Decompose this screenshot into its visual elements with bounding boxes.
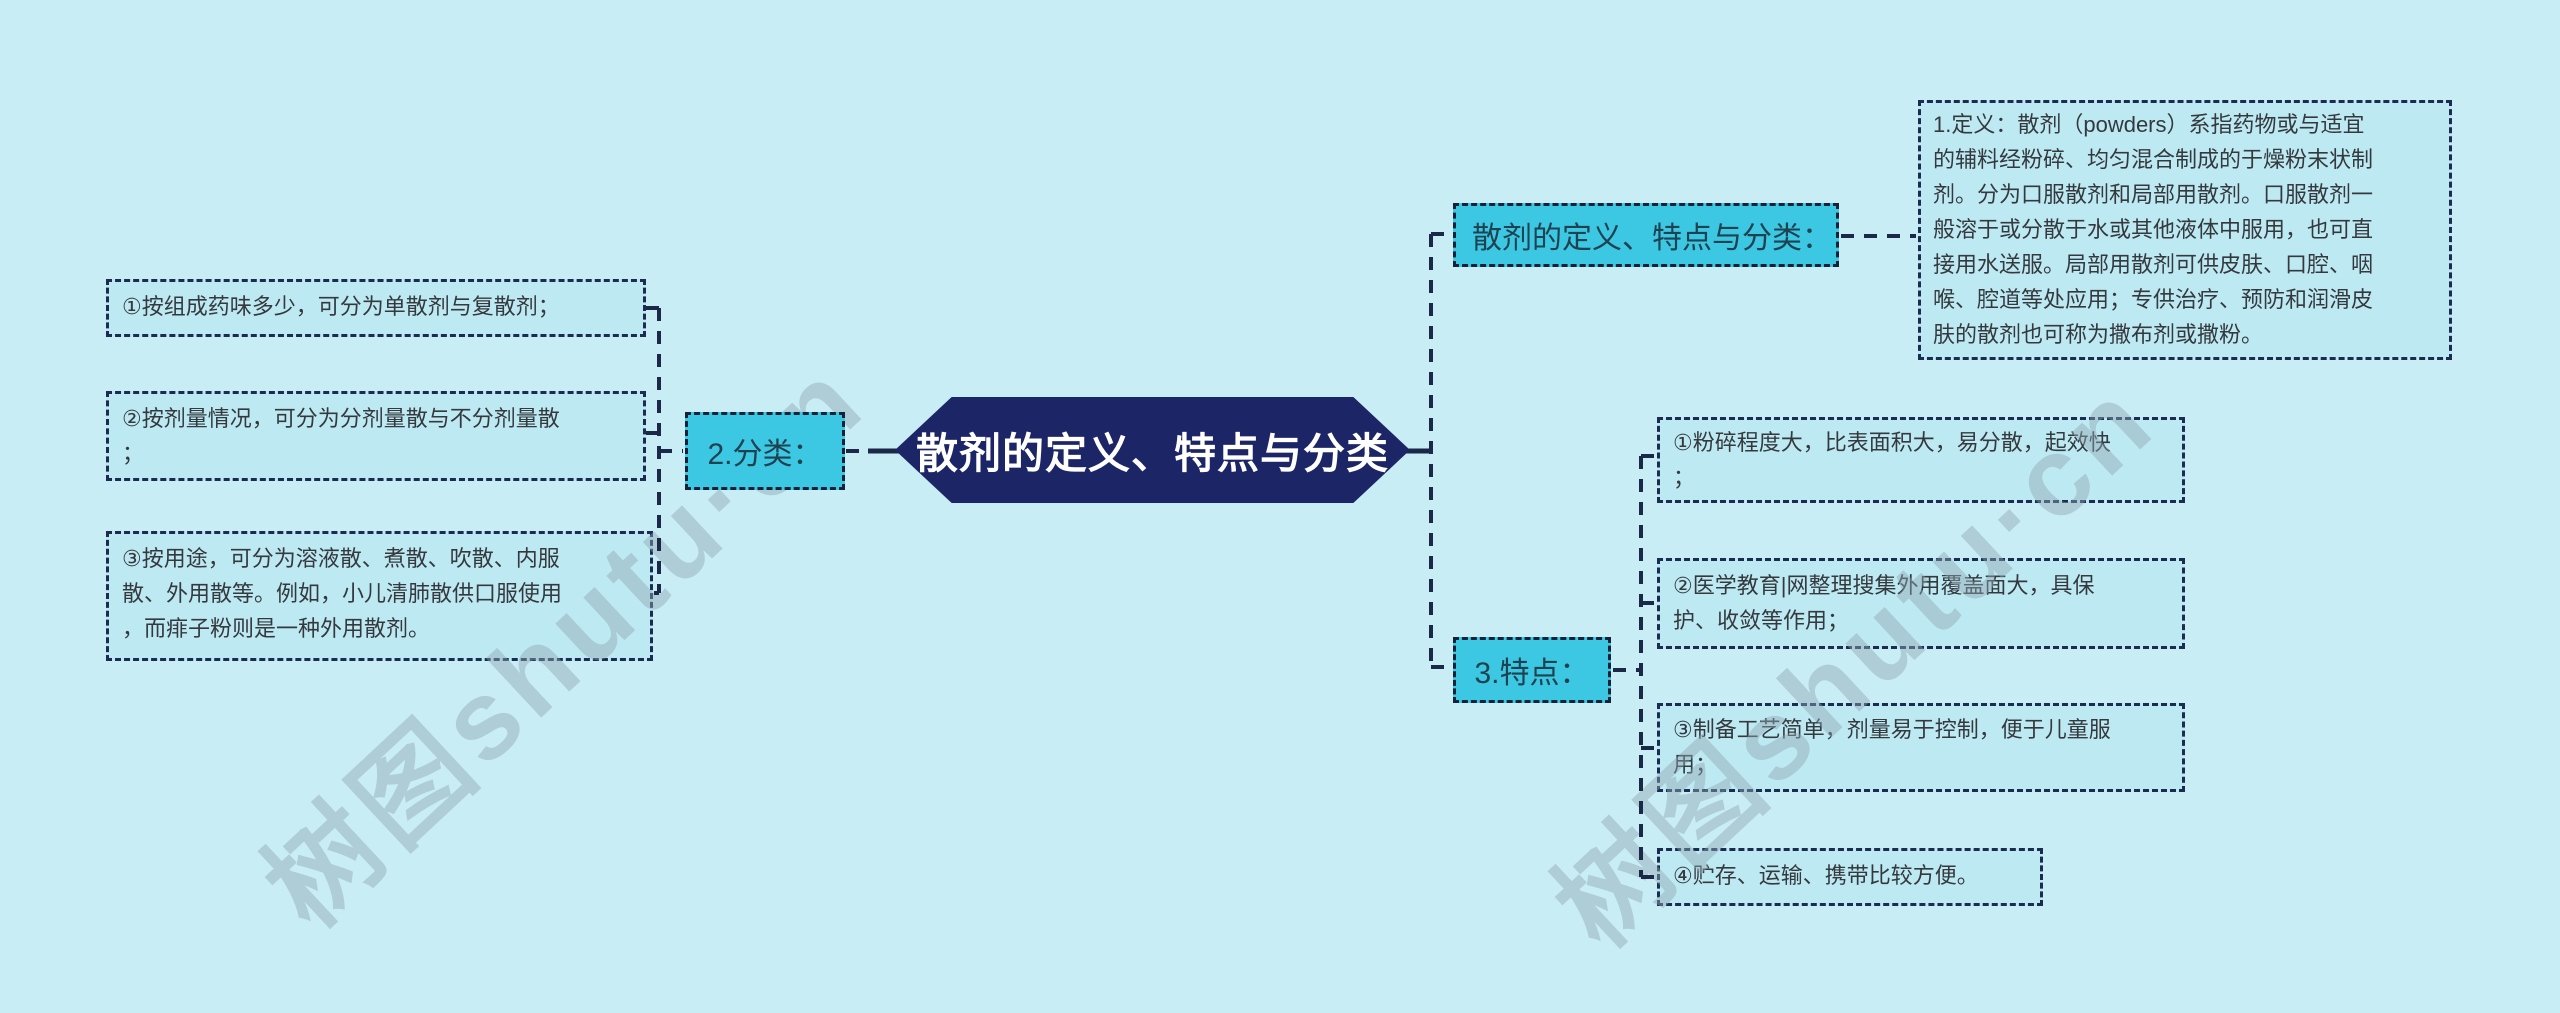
classification-topic-label: 2.分类： — [707, 438, 823, 471]
features-topic-node[interactable]: 3.特点： — [1453, 637, 1611, 703]
central-topic-node[interactable]: 散剂的定义、特点与分类 — [895, 397, 1410, 503]
classification-item-3[interactable]: ③按用途，可分为溶液散、煮散、吹散、内服 散、外用散等。例如，小儿清肺散供口服使… — [106, 531, 653, 661]
central-topic-label: 散剂的定义、特点与分类 — [915, 429, 1389, 477]
classification-item-1[interactable]: ①按组成药味多少，可分为单散剂与复散剂； — [106, 279, 646, 337]
feature-item-3[interactable]: ③制备工艺简单，剂量易于控制，便于儿童服 用； — [1657, 703, 2185, 792]
overview-topic-node[interactable]: 散剂的定义、特点与分类： — [1453, 203, 1839, 267]
classification-topic-node[interactable]: 2.分类： — [685, 412, 845, 490]
classification-item-2[interactable]: ②按剂量情况，可分为分剂量散与不分剂量散 ； — [106, 391, 646, 481]
definition-box[interactable]: 1.定义：散剂（powders）系指药物或与适宜 的辅料经粉碎、均匀混合制成的于… — [1918, 100, 2452, 360]
feature-item-4[interactable]: ④贮存、运输、携带比较方便。 — [1657, 848, 2043, 906]
overview-topic-label: 散剂的定义、特点与分类： — [1472, 222, 1832, 255]
feature-item-2[interactable]: ②医学教育|网整理搜集外用覆盖面大，具保 护、收敛等作用； — [1657, 558, 2185, 649]
features-topic-label: 3.特点： — [1474, 657, 1590, 690]
feature-item-1[interactable]: ①粉碎程度大，比表面积大，易分散，起效快 ； — [1657, 417, 2185, 503]
